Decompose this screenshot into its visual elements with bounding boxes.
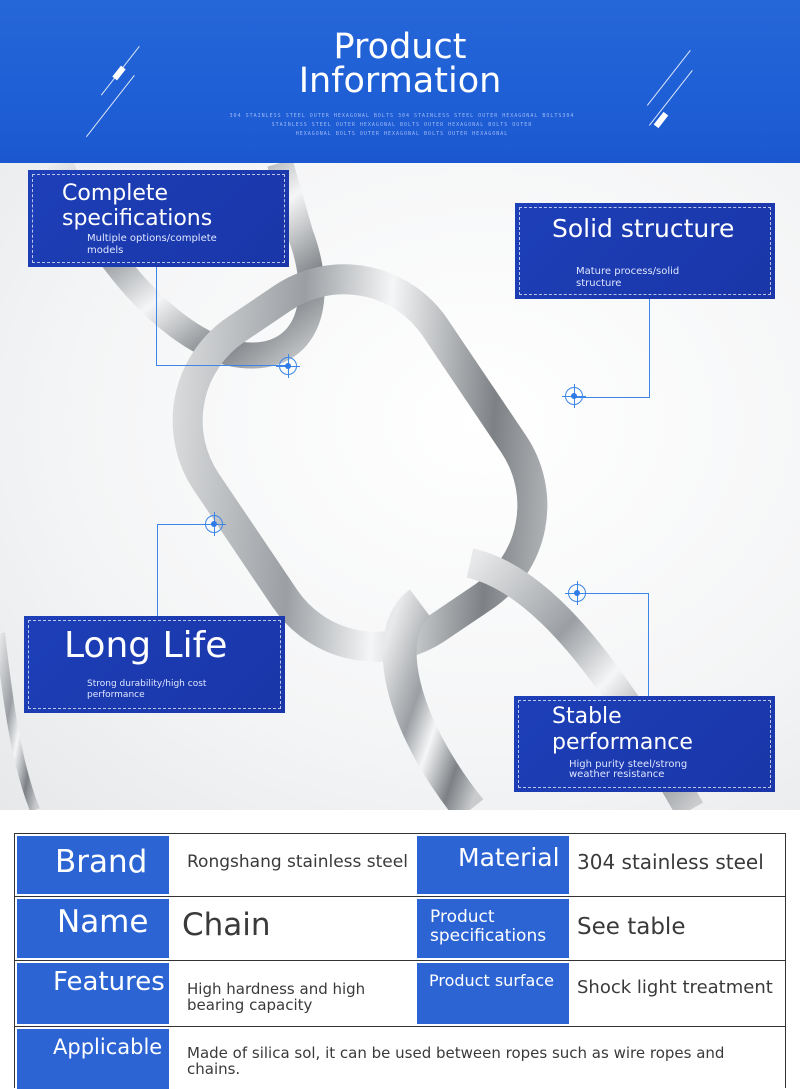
- target-marker-icon: [565, 581, 589, 605]
- table-row: Name Chain Product specifications See ta…: [15, 897, 785, 961]
- features-value: High hardness and high: [187, 980, 366, 998]
- header-banner: Product Information 304 STAINLESS STEEL …: [0, 0, 800, 163]
- features-label-cell: Features: [17, 963, 169, 1024]
- surface-label: Product surface: [429, 971, 554, 990]
- leader-line: [157, 524, 158, 616]
- applicable-value: Made of silica sol, it can be used betwe…: [187, 1044, 725, 1062]
- brand-value: Rongshang stainless steel: [187, 852, 408, 872]
- target-marker-icon: [276, 354, 300, 378]
- header-subtext: HEXAGONAL BOLTS OUTER HEXAGONAL BOLTS OU…: [295, 131, 509, 137]
- specifications-label: Product: [430, 907, 495, 927]
- callout-border: [519, 207, 771, 295]
- callout-desc: performance: [87, 690, 145, 700]
- name-label: Name: [57, 904, 149, 940]
- callout-title: specifications: [62, 206, 213, 231]
- callout-desc: Strong durability/high cost: [87, 679, 207, 689]
- table-row: Applicable Made of silica sol, it can be…: [15, 1027, 785, 1089]
- callout-desc: Multiple options/complete: [87, 233, 217, 244]
- specifications-label: specifications: [430, 926, 547, 946]
- callout-complete-specifications: Complete specifications Multiple options…: [28, 170, 289, 267]
- features-label: Features: [53, 967, 165, 997]
- leader-line: [649, 299, 650, 397]
- callout-desc: models: [87, 245, 124, 256]
- callout-desc: weather resistance: [569, 769, 665, 780]
- callout-title: Long Life: [64, 625, 228, 666]
- leader-line: [577, 593, 649, 594]
- applicable-label: Applicable: [53, 1035, 163, 1059]
- callout-title: Solid structure: [552, 214, 735, 243]
- callout-title: Complete: [62, 181, 169, 206]
- callout-desc: High purity steel/strong: [569, 759, 688, 770]
- specifications-value: See table: [577, 914, 686, 940]
- header-subtext: STAINLESS STEEL OUTER HEXAGONAL BOLTS OU…: [271, 122, 533, 128]
- table-row: Features High hardness and high bearing …: [15, 961, 785, 1027]
- callout-long-life: Long Life Strong durability/high cost pe…: [24, 616, 285, 713]
- leader-line: [157, 524, 213, 525]
- surface-value: Shock light treatment: [577, 977, 773, 998]
- specifications-label-cell: Product specifications: [417, 899, 569, 958]
- leader-line: [648, 593, 649, 697]
- callout-title: performance: [552, 730, 693, 755]
- brand-label: Brand: [55, 844, 148, 880]
- chain-link-main: [172, 264, 548, 662]
- leader-line: [574, 397, 650, 398]
- callout-border: [28, 620, 281, 709]
- features-value: bearing capacity: [187, 996, 313, 1014]
- material-label: Material: [458, 843, 560, 872]
- surface-label-cell: Product surface: [417, 963, 569, 1024]
- page-title-line1: Product: [333, 27, 467, 67]
- callout-desc: Mature process/solid: [576, 266, 680, 277]
- target-marker-icon: [562, 384, 586, 408]
- callout-desc: structure: [576, 278, 622, 289]
- applicable-value: chains.: [187, 1060, 241, 1078]
- page-title-line2: Information: [298, 61, 502, 101]
- brand-label-cell: Brand: [17, 836, 169, 894]
- table-row: Brand Rongshang stainless steel Material…: [15, 834, 785, 897]
- header-subtext: 304 STAINLESS STEEL OUTER HEXAGONAL BOLT…: [229, 113, 575, 119]
- name-value: Chain: [182, 907, 271, 943]
- spec-table: Brand Rongshang stainless steel Material…: [14, 833, 786, 1089]
- target-marker-icon: [202, 512, 226, 536]
- chain-link-left: [0, 632, 40, 810]
- material-label-cell: Material: [417, 836, 569, 894]
- applicable-label-cell: Applicable: [17, 1029, 169, 1089]
- callout-border: [32, 174, 285, 263]
- material-value: 304 stainless steel: [577, 850, 764, 874]
- leader-line: [156, 365, 288, 366]
- name-label-cell: Name: [17, 899, 169, 958]
- chain-link-lower: [382, 589, 484, 810]
- callout-solid-structure: Solid structure Mature process/solid str…: [515, 203, 775, 299]
- callout-title: Stable: [552, 704, 622, 729]
- leader-line: [156, 267, 157, 365]
- callout-border: [518, 700, 771, 788]
- callout-stable-performance: Stable performance High purity steel/str…: [514, 696, 775, 792]
